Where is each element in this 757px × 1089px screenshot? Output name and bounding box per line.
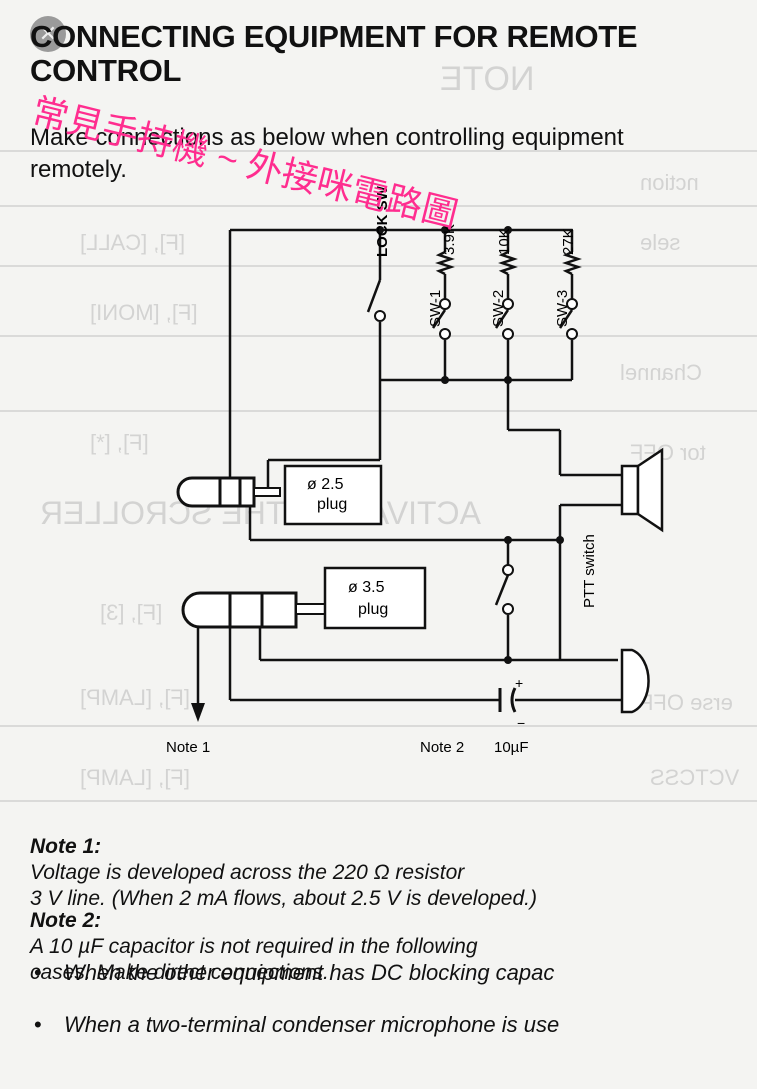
note-1: Note 1: Voltage is developed across the … [30,808,757,912]
jack-35-icon [181,591,327,629]
note1-label: Note 1: [30,835,102,858]
switch-label-1: SW-1 [427,290,444,327]
bullet-item-1: When the other equipment has DC blocking… [34,960,554,986]
page-title: CONNECTING EQUIPMENT FOR REMOTE CONTROL [30,19,638,88]
jack-25-icon [176,476,281,508]
switch-label-2: SW-2 [490,290,507,327]
plug-25-label-1: ø 2.5 [307,476,344,493]
switch-label-3: SW-3 [554,290,571,327]
note2-label: Note 2: [30,909,102,932]
note1-text: Voltage is developed across the 220 Ω re… [30,861,537,910]
x-circle-icon: ✕ [30,16,66,52]
resistor-label-1: 3.9K [441,224,458,255]
note1-diagram-label: Note 1 [166,739,210,756]
resistor-label-3: 27K [560,228,577,255]
note2-diagram-label: Note 2 [420,739,464,756]
plug-35-box [323,566,427,630]
intro-paragraph: Make connections as below when controlli… [30,124,624,183]
plug-25-label-2: plug [317,496,347,513]
plug-35-label-2: plug [358,601,388,618]
lock-sw-label: LOCK SW [374,185,391,257]
capacitor-icon [498,687,517,713]
capacitor-value-label: 10µF [494,739,529,756]
speaker-icon [620,447,664,533]
circuit-diagram: LOCK SW 3.9K 10K 27K SW-1 SW-2 SW-3 ø 2.… [166,185,664,756]
ptt-switch-label: PTT switch [581,534,598,608]
plug-25-box [283,464,383,526]
capacitor-minus-label: − [517,715,525,731]
microphone-icon [620,648,650,714]
capacitor-plus-label: + [515,675,523,691]
resistor-label-2: 10K [496,228,513,255]
bullet-item-2: When a two-terminal condenser microphone… [34,1012,559,1038]
plug-35-label-1: ø 3.5 [348,579,385,596]
